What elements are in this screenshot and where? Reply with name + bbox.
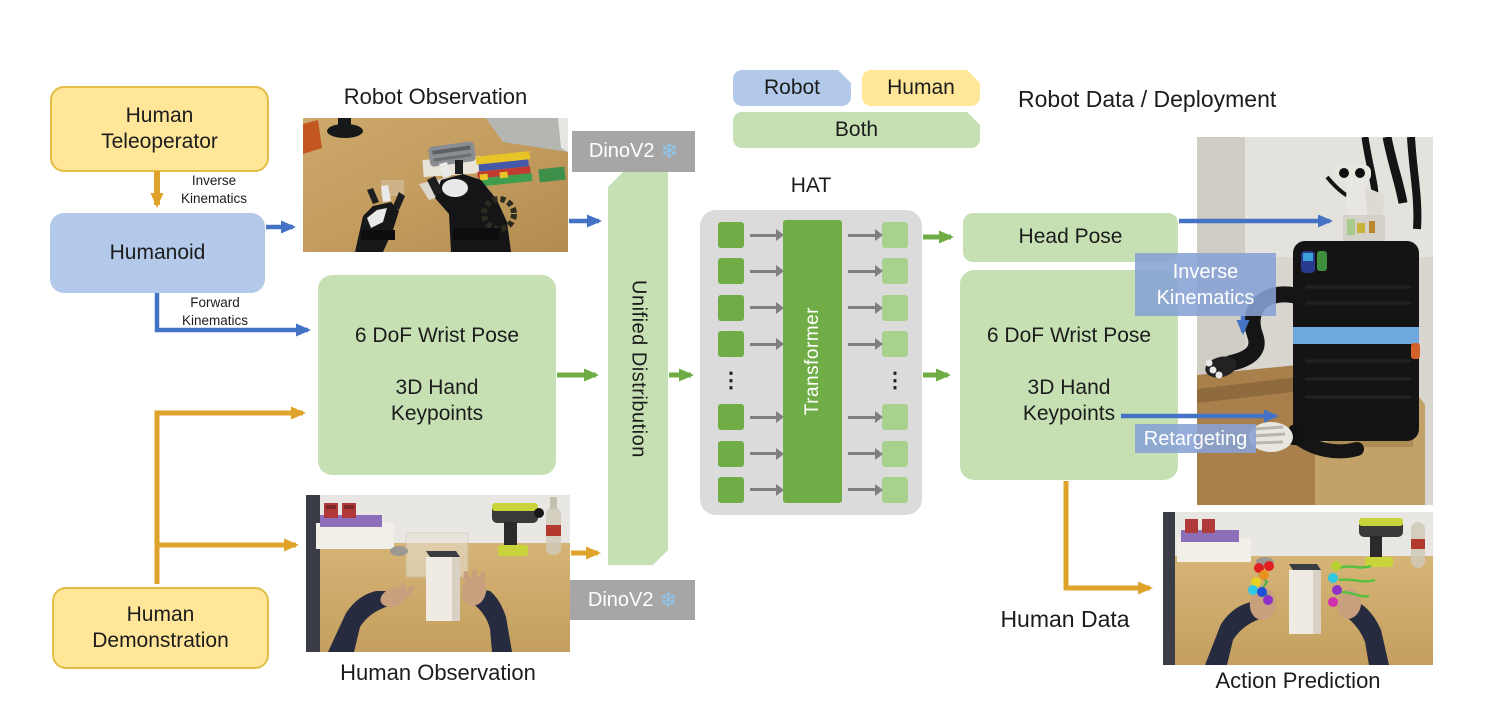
- inverse-kinematics-label: Inverse Kinematics: [180, 173, 248, 206]
- token-arrow: [750, 301, 784, 314]
- humanoid-box: Humanoid: [50, 213, 265, 293]
- action-prediction-illustration: [1163, 512, 1433, 665]
- robot-observation-photo: [303, 118, 568, 252]
- robot-right-hand: [427, 160, 517, 252]
- output-token-square: [882, 222, 908, 248]
- left-arm: [328, 583, 415, 652]
- legend-both: Both: [733, 112, 980, 148]
- legend-human: Human: [862, 70, 980, 106]
- legend-robot: Robot: [733, 70, 851, 106]
- drill: [492, 503, 544, 556]
- right-arm: [461, 569, 512, 652]
- dinov2-top-box: DinoV2 ❄: [572, 131, 695, 172]
- token-arrow: [848, 447, 883, 460]
- action-prediction-photo: [1163, 512, 1433, 665]
- token-arrow: [750, 229, 784, 241]
- ellipsis: ⋮: [720, 368, 742, 392]
- robot-observation-illustration: [303, 118, 568, 252]
- snowflake-icon: ❄: [660, 140, 679, 163]
- forward-kinematics-label: Forward Kinematics: [181, 295, 249, 328]
- unified-distribution-box: Unified Distribution: [608, 172, 668, 565]
- hat-dots-row: ⋮⋮: [718, 368, 908, 394]
- snowflake-icon: ❄: [659, 588, 678, 612]
- output-token-square: [882, 440, 908, 467]
- hand-keypoints-label: 3D Hand Keypoints: [1022, 375, 1116, 426]
- hat-token-row: [718, 294, 908, 321]
- bottle: [546, 497, 561, 555]
- hat-token-row: [718, 476, 908, 503]
- drill: [1359, 518, 1403, 567]
- retargeting-overlay: Retargeting: [1135, 424, 1256, 453]
- hat-token-row: [718, 440, 908, 467]
- upper-arm: [1205, 286, 1309, 379]
- token-arrow: [848, 229, 883, 241]
- token-arrow: [848, 483, 883, 496]
- hat-title: HAT: [790, 174, 832, 197]
- token-arrow: [848, 411, 883, 424]
- keypoints-right: [1338, 564, 1376, 598]
- arrow-demo-to-features: [154, 406, 306, 584]
- hat-token-row: [718, 404, 908, 431]
- transformer-label: Transformer: [801, 307, 823, 416]
- output-token-square: [882, 294, 908, 321]
- token-arrow: [750, 483, 784, 496]
- action-prediction-caption: Action Prediction: [1215, 668, 1381, 693]
- features-left-box: 6 DoF Wrist Pose 3D Hand Keypoints: [318, 275, 556, 475]
- output-token-square: [882, 404, 908, 431]
- ellipsis: ⋮: [884, 368, 906, 392]
- white-box: [1289, 564, 1321, 634]
- robot-observation-title: Robot Observation: [343, 84, 528, 109]
- arrow-features-to-action: [1063, 481, 1153, 595]
- output-token-square: [882, 331, 908, 358]
- output-token-square: [882, 476, 908, 503]
- hat-token-row: [718, 258, 908, 285]
- input-token-square: [718, 440, 744, 467]
- lower-arm: [1249, 422, 1364, 459]
- hand-keypoints-label: 3D Hand Keypoints: [390, 375, 484, 426]
- input-token-square: [718, 258, 744, 285]
- token-arrow: [848, 338, 883, 351]
- hat-block: Transformer ⋮⋮: [700, 210, 922, 515]
- wrist-pose-label: 6 DoF Wrist Pose: [986, 323, 1152, 347]
- robot-data-deployment-title: Robot Data / Deployment: [1018, 86, 1277, 112]
- input-token-square: [718, 222, 744, 248]
- right-arm: [1336, 589, 1389, 665]
- inverse-kinematics-overlay: Inverse Kinematics: [1135, 253, 1276, 316]
- input-token-square: [718, 476, 744, 503]
- robot-head: [1335, 165, 1385, 241]
- hat-token-row: [718, 222, 908, 248]
- dinov2-top-label: DinoV2: [588, 140, 655, 162]
- token-arrow: [750, 447, 784, 460]
- dinov2-bottom-box: DinoV2 ❄: [570, 580, 695, 620]
- token-arrow: [848, 265, 883, 278]
- input-token-square: [718, 404, 744, 431]
- dinov2-bottom-label: DinoV2: [587, 588, 654, 611]
- robot-left-hand: [355, 185, 405, 252]
- human-observation-photo: [306, 495, 570, 652]
- token-arrow: [750, 338, 784, 351]
- input-token-square: [718, 331, 744, 358]
- white-box: [426, 551, 460, 621]
- human-data-label: Human Data: [1000, 606, 1130, 632]
- input-token-square: [718, 294, 744, 321]
- token-arrow: [750, 265, 784, 278]
- hat-token-row: [718, 331, 908, 358]
- output-token-square: [882, 258, 908, 285]
- token-arrow: [750, 411, 784, 424]
- human-teleoperator-box: Human Teleoperator: [50, 86, 269, 172]
- unified-distribution-label: Unified Distribution: [627, 279, 650, 458]
- wrist-pose-label: 6 DoF Wrist Pose: [354, 323, 520, 347]
- human-observation-illustration: [306, 495, 570, 652]
- human-observation-caption: Human Observation: [340, 660, 536, 685]
- human-demonstration-box: Human Demonstration: [52, 587, 269, 669]
- robot-torso: [1293, 241, 1420, 441]
- token-arrow: [848, 301, 883, 314]
- transformer-bar: Transformer: [783, 220, 842, 503]
